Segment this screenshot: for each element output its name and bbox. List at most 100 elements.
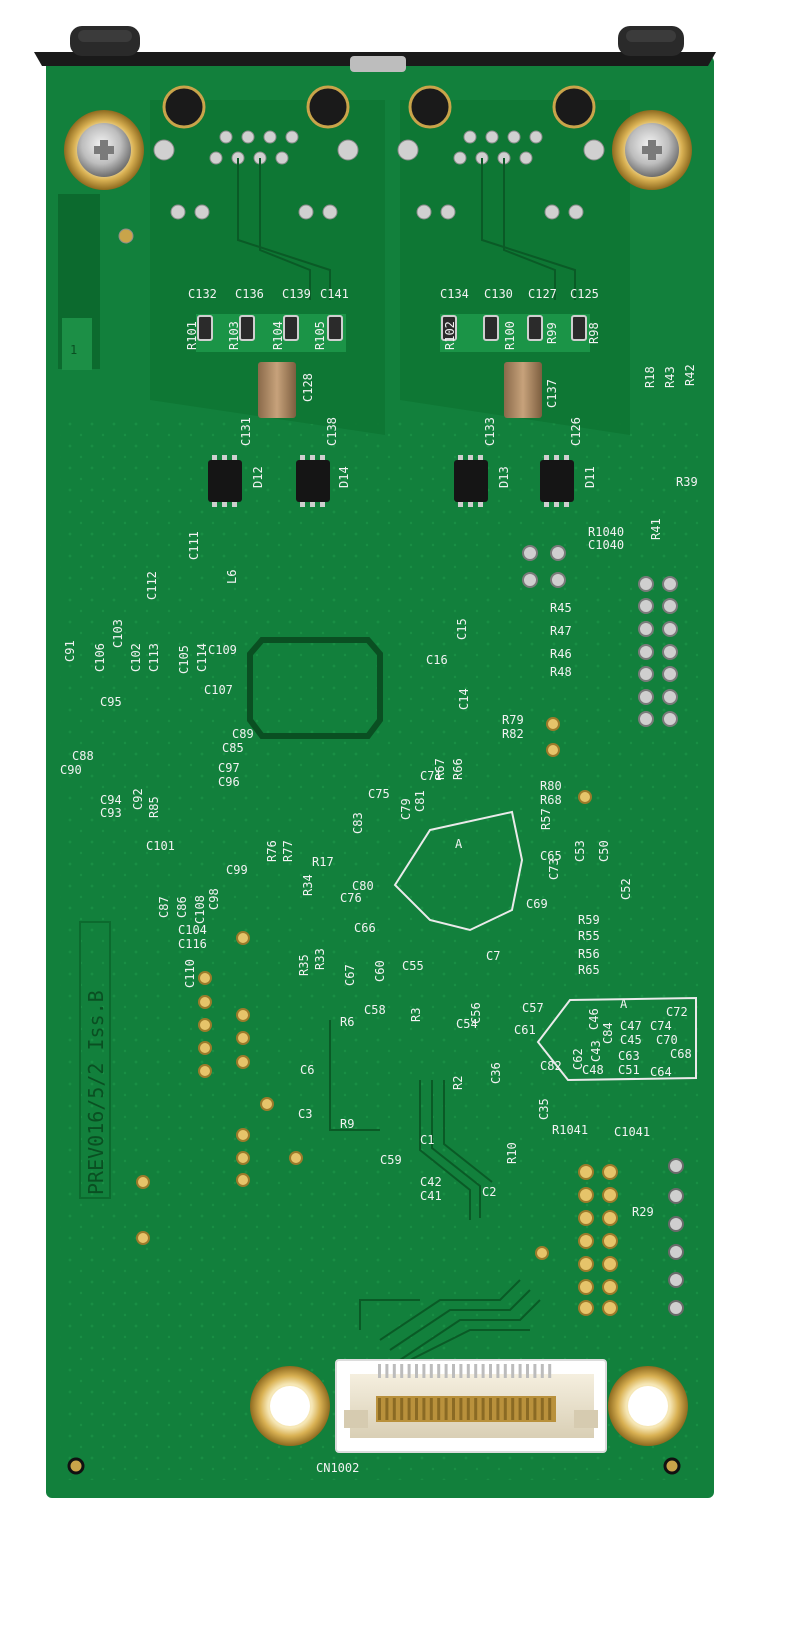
refdes-r105: R105 bbox=[313, 321, 327, 350]
board-id-label: PREV016/5/2 Iss.B bbox=[84, 990, 108, 1195]
refdes-c54: C54 bbox=[456, 1017, 478, 1031]
refdes-c67: C67 bbox=[343, 964, 357, 986]
connector-contact bbox=[518, 1398, 522, 1420]
connector-contact bbox=[540, 1398, 544, 1420]
refdes-c63: C63 bbox=[618, 1049, 640, 1063]
refdes-r102: R102 bbox=[443, 321, 457, 350]
connector-pins bbox=[378, 1364, 552, 1420]
refdes-c71: C71 bbox=[420, 769, 442, 783]
connector-contact bbox=[444, 1398, 448, 1420]
fiducial bbox=[67, 1457, 85, 1475]
gold-through-holes bbox=[136, 717, 618, 1316]
refdes-c2: C2 bbox=[482, 1185, 496, 1199]
refdes-r42: R42 bbox=[683, 364, 697, 386]
mounting-hole-bottom-right bbox=[608, 1366, 688, 1446]
refdes-r9: R9 bbox=[340, 1117, 354, 1131]
refdes-r76: R76 bbox=[265, 840, 279, 862]
refdes-c42: C42 bbox=[420, 1175, 442, 1189]
connector-pin bbox=[444, 1364, 448, 1378]
refdes-c73: C73 bbox=[547, 858, 561, 880]
connector-contact bbox=[437, 1398, 441, 1420]
refdes-r34: R34 bbox=[301, 874, 315, 896]
refdes-c126: C126 bbox=[569, 417, 583, 446]
refdes-c87: C87 bbox=[157, 896, 171, 918]
refdes-c86: C86 bbox=[175, 896, 189, 918]
refdes-c137: C137 bbox=[545, 379, 559, 408]
refdes-c89: C89 bbox=[232, 727, 254, 741]
refdes-c43: C43 bbox=[589, 1040, 603, 1062]
refdes-c111: C111 bbox=[187, 531, 201, 560]
refdes-r45: R45 bbox=[550, 601, 572, 615]
connector-pin bbox=[415, 1364, 418, 1378]
refdes-d12: D12 bbox=[251, 466, 265, 488]
connector-contact bbox=[452, 1398, 455, 1420]
refdes-c108: C108 bbox=[193, 895, 207, 924]
refdes-r98: R98 bbox=[587, 322, 601, 344]
refdes-c130: C130 bbox=[484, 287, 513, 301]
signal-traces-top bbox=[237, 158, 576, 300]
refdes-c93: C93 bbox=[100, 806, 122, 820]
refdes-c70: C70 bbox=[656, 1033, 678, 1047]
refdes-c107: C107 bbox=[204, 683, 233, 697]
refdes-r17: R17 bbox=[312, 855, 334, 869]
refdes-r104: R104 bbox=[271, 321, 285, 350]
mounting-screw-left bbox=[64, 110, 144, 190]
refdes-c94: C94 bbox=[100, 793, 122, 807]
connector-pin bbox=[385, 1364, 389, 1378]
connector-pin bbox=[533, 1364, 537, 1378]
connector-contact bbox=[385, 1398, 389, 1420]
filter-strip-left bbox=[196, 314, 346, 352]
refdes-c128: C128 bbox=[301, 373, 315, 402]
refdes-c116: C116 bbox=[178, 937, 207, 951]
refdes-r1040: R1040 bbox=[588, 525, 624, 539]
refdes-c36: C36 bbox=[489, 1062, 503, 1084]
refdes-c74: C74 bbox=[650, 1019, 672, 1033]
refdes-c112: C112 bbox=[145, 571, 159, 600]
pin-a-marker: A bbox=[620, 997, 628, 1011]
refdes-c55: C55 bbox=[402, 959, 424, 973]
connector-pin bbox=[452, 1364, 455, 1378]
connector-contact bbox=[503, 1398, 507, 1420]
fiducial bbox=[663, 1457, 681, 1475]
refdes-r66: R66 bbox=[451, 758, 465, 780]
refdes-c99: C99 bbox=[226, 863, 248, 877]
refdes-c7: C7 bbox=[486, 949, 500, 963]
refdes-c105: C105 bbox=[177, 645, 191, 674]
refdes-c98: C98 bbox=[207, 888, 221, 910]
refdes-r103: R103 bbox=[227, 321, 241, 350]
refdes-r3: R3 bbox=[409, 1008, 423, 1022]
refdes-c60: C60 bbox=[373, 960, 387, 982]
refdes-c66: C66 bbox=[354, 921, 376, 935]
refdes-c139: C139 bbox=[282, 287, 311, 301]
refdes-r79: R79 bbox=[502, 713, 524, 727]
mounting-hole-bottom-left bbox=[250, 1366, 330, 1446]
connector-pin bbox=[474, 1364, 478, 1378]
refdes-c106: C106 bbox=[93, 643, 107, 672]
connector-pin bbox=[400, 1364, 404, 1378]
refdes-r39: R39 bbox=[676, 475, 698, 489]
refdes-c61: C61 bbox=[514, 1023, 536, 1037]
connector-pin bbox=[466, 1364, 470, 1378]
ribbon-connector-cn1002 bbox=[335, 1359, 607, 1453]
refdes-c83: C83 bbox=[351, 812, 365, 834]
pin-header-right bbox=[522, 545, 678, 727]
connector-contact bbox=[466, 1398, 470, 1420]
refdes-r33: R33 bbox=[313, 948, 327, 970]
refdes-r65: R65 bbox=[578, 963, 600, 977]
refdes-c133: C133 bbox=[483, 417, 497, 446]
refdes-c132: C132 bbox=[188, 287, 217, 301]
refdes-c95: C95 bbox=[100, 695, 122, 709]
connector-pin bbox=[422, 1364, 426, 1378]
refdes-c6: C6 bbox=[300, 1063, 314, 1077]
refdes-c68: C68 bbox=[670, 1047, 692, 1061]
connector-contact bbox=[429, 1398, 433, 1420]
refdes-r68: R68 bbox=[540, 793, 562, 807]
refdes-r2: R2 bbox=[451, 1076, 465, 1090]
refdes-r35: R35 bbox=[297, 954, 311, 976]
pin-one-marker: 1 bbox=[70, 343, 77, 357]
refdes-c65: C65 bbox=[540, 849, 562, 863]
connector-pin bbox=[526, 1364, 529, 1378]
connector-pin bbox=[392, 1364, 396, 1378]
connector-contact bbox=[392, 1398, 396, 1420]
